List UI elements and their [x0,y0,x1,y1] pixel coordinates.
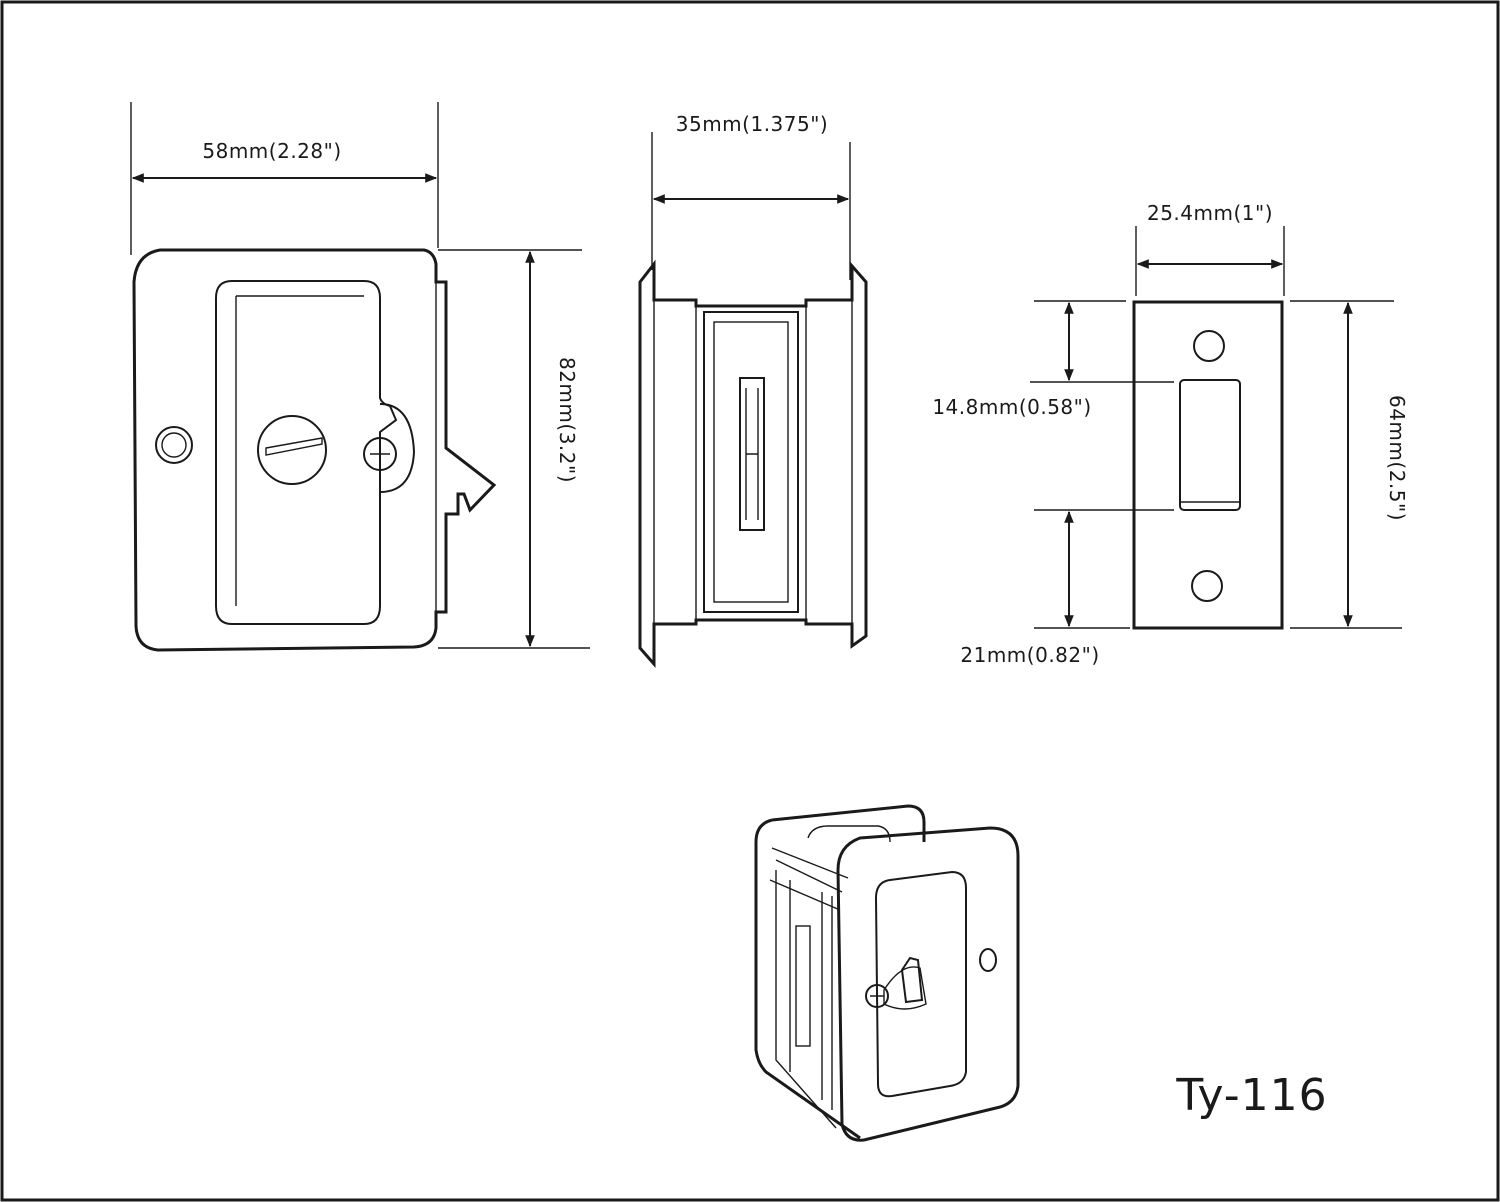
iso-lock-boss [883,966,927,1010]
iso-top-faces [769,847,849,911]
iso-latch-slot [795,925,811,1047]
screw-hole-left-inner [161,432,187,458]
strike-hole-top [1193,330,1225,362]
iso-left-edge [754,818,861,1140]
strike-hole-bottom [1191,570,1223,602]
screw-hole-left [155,426,193,464]
iso-back-plate [771,804,926,842]
edge-faceplate-inner [713,321,789,603]
strike-view: 25.4mm(1") 64mm(2.5") 14.8mm(0.58") 21mm… [932,201,1409,667]
front-view: 58mm(2.28") 82mm(3.2") [130,102,590,652]
thumb-turn-slot [265,437,323,456]
edge-body [638,259,868,668]
thumb-turn [257,415,327,485]
model-number: Ty-116 [1175,1070,1327,1121]
iso-phillips-cross [870,989,884,1003]
iso-thumb-turn [900,956,924,1004]
phillips-cross [370,444,390,464]
recess-bevel [235,295,364,606]
plate-width-label: 58mm(2.28") [202,139,341,163]
iso-side-faces [775,870,837,1129]
strike-width-label: 25.4mm(1") [1147,201,1273,225]
edge-inner-lines [695,306,807,620]
recess-cup [215,280,398,625]
edge-view: 35mm(1.375") [638,112,868,668]
iso-front-plate [836,826,1020,1142]
edge-latch-slot [739,377,765,531]
iso-phillips-screw [865,984,889,1008]
iso-back-recess [807,825,891,843]
strike-height-label: 64mm(2.5") [1385,395,1409,521]
edge-side-lines [653,300,853,624]
phillips-screw [363,437,397,471]
strike-opening-label: 14.8mm(0.58") [932,395,1091,419]
isometric-view [754,804,1020,1142]
strike-plate [1132,300,1284,630]
iso-screw-hole [979,948,997,972]
edge-width-label: 35mm(1.375") [676,112,828,136]
plate-outline [132,248,497,652]
lock-boss [379,403,416,493]
strike-offset-label: 21mm(0.82") [960,643,1099,667]
plate-height-label: 82mm(3.2") [555,357,579,483]
iso-front-recess [874,870,967,1098]
strike-opening [1179,379,1241,511]
edge-latch-detail [745,388,759,520]
edge-faceplate [703,311,799,613]
